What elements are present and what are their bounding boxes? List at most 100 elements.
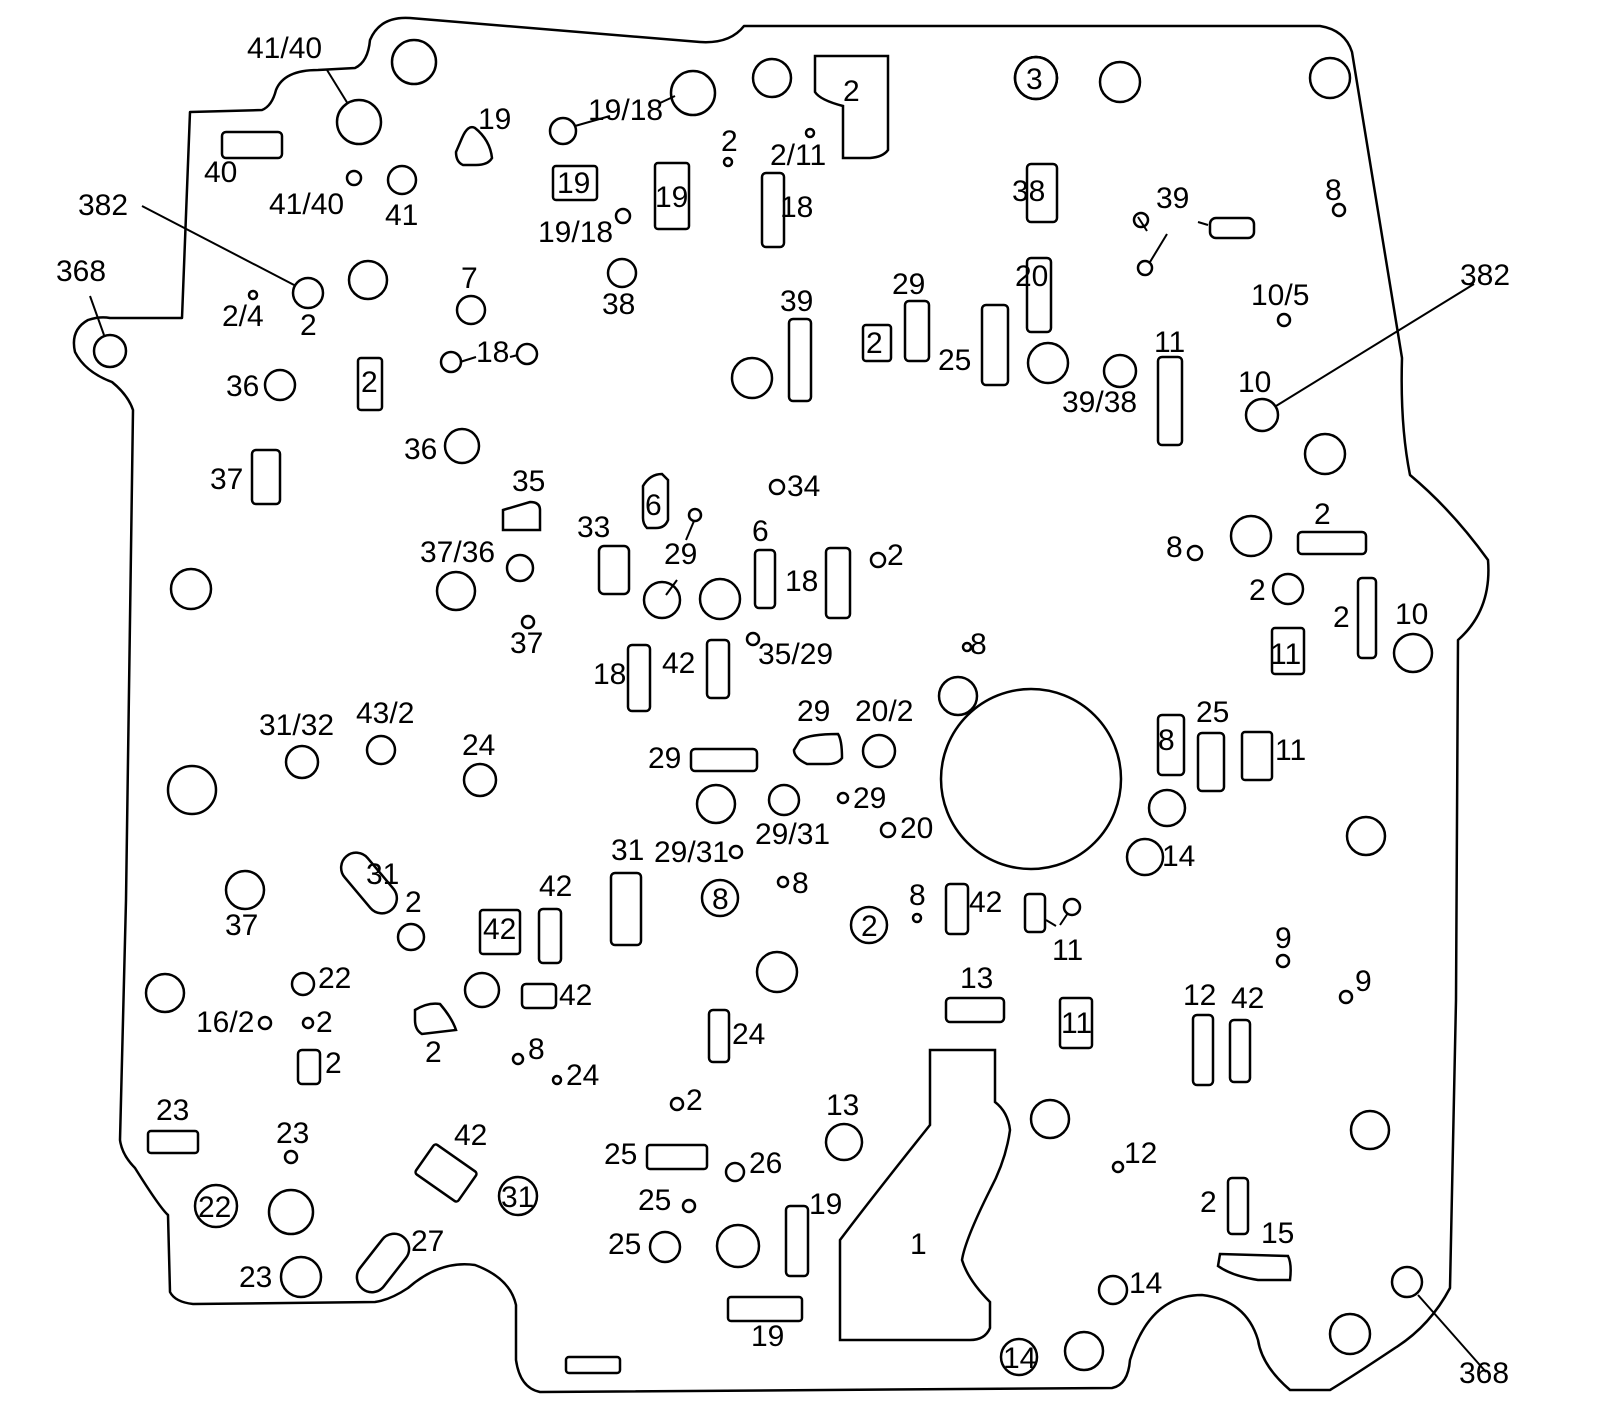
label-25-d: 25 [638, 1184, 671, 1217]
label-11-c: 11 [1052, 934, 1083, 967]
callout-labels: 41/40 19 19/18 2 3 40 41/40 41 19 19 2 2… [56, 32, 1510, 1390]
label-382-right: 382 [1460, 259, 1510, 292]
label-42-b: 42 [539, 870, 572, 903]
label-25-c: 25 [604, 1138, 637, 1171]
label-42-box: 42 [483, 913, 516, 946]
label-37-36: 37/36 [420, 536, 495, 569]
label-2-k: 2 [686, 1084, 703, 1117]
label-34: 34 [787, 470, 820, 503]
label-2-f: 2 [1333, 601, 1350, 634]
label-6-box: 6 [645, 489, 662, 522]
label-368-left: 368 [56, 255, 106, 288]
label-368-right: 368 [1459, 1357, 1509, 1390]
label-18-a: 18 [780, 191, 813, 224]
label-2-11: 2/11 [770, 139, 826, 172]
label-8-top: 8 [1325, 174, 1342, 207]
label-12-a: 12 [1183, 979, 1216, 1012]
circled-markers [193, 55, 1059, 1377]
orifice-circles [92, 38, 1434, 1372]
label-13-b: 13 [826, 1089, 859, 1122]
label-37-b: 37 [510, 627, 543, 660]
label-37-a: 37 [210, 463, 243, 496]
label-3-circled: 3 [1026, 63, 1043, 96]
label-37-c: 37 [225, 909, 258, 942]
label-2-d: 2 [1314, 498, 1331, 531]
label-11-box-a: 11 [1270, 638, 1301, 671]
label-35: 35 [512, 465, 545, 498]
label-18-c: 18 [785, 565, 818, 598]
label-42-e: 42 [1231, 982, 1264, 1015]
label-20-b: 20 [900, 812, 933, 845]
label-19-d: 19 [751, 1320, 784, 1353]
label-41-40-mid: 41/40 [269, 188, 344, 221]
label-31-32: 31/32 [259, 709, 334, 742]
label-14-circled: 14 [1003, 1342, 1036, 1375]
label-2-4: 2/4 [222, 300, 264, 333]
label-10-b: 10 [1395, 598, 1428, 631]
label-42-f: 42 [454, 1119, 487, 1152]
label-2-h: 2 [316, 1006, 333, 1039]
label-1: 1 [910, 1228, 927, 1261]
label-22-circled: 22 [198, 1191, 231, 1224]
label-19-box-b: 19 [655, 181, 688, 214]
label-19-18-top: 19/18 [588, 94, 663, 127]
label-20-2: 20/2 [855, 695, 913, 728]
label-42-a: 42 [662, 647, 695, 680]
label-19: 19 [478, 103, 511, 136]
label-29-31-b: 29/31 [654, 836, 729, 869]
label-39-38: 39/38 [1062, 386, 1137, 419]
plate-outline [72, 16, 1490, 1394]
label-20-a: 20 [1015, 260, 1048, 293]
label-43-2: 43/2 [356, 697, 414, 730]
label-8-b: 8 [1166, 531, 1183, 564]
label-29-d: 29 [797, 695, 830, 728]
label-39-b: 39 [780, 285, 813, 318]
label-2-g: 2 [405, 886, 422, 919]
label-2-l: 2 [1200, 1186, 1217, 1219]
label-2-box-mid: 2 [866, 327, 883, 360]
central-bore [939, 687, 1123, 871]
label-2-j: 2 [325, 1047, 342, 1080]
label-24-b: 24 [732, 1018, 765, 1051]
label-7: 7 [461, 262, 478, 295]
label-29-b: 29 [664, 538, 697, 571]
label-14-a: 14 [1162, 840, 1195, 873]
label-31-circled: 31 [501, 1181, 534, 1214]
label-9-a: 9 [1275, 922, 1292, 955]
label-8-box: 8 [1158, 724, 1175, 757]
label-2-circled: 2 [861, 910, 878, 943]
label-12-b: 12 [1124, 1137, 1157, 1170]
label-41: 41 [385, 199, 418, 232]
label-42-c: 42 [969, 886, 1002, 919]
label-23-a: 23 [156, 1094, 189, 1127]
label-2-box-left: 2 [361, 366, 378, 399]
label-31-b: 31 [366, 858, 399, 891]
label-27: 27 [411, 1225, 444, 1258]
label-22: 22 [318, 962, 351, 995]
label-8-f: 8 [528, 1033, 545, 1066]
label-23-c: 23 [239, 1261, 272, 1294]
label-24-c: 24 [566, 1059, 599, 1092]
label-11-box-b: 11 [1061, 1007, 1092, 1040]
label-8-circled: 8 [712, 883, 729, 916]
label-15: 15 [1261, 1217, 1294, 1250]
label-2-near-382: 2 [300, 309, 317, 342]
label-33: 33 [577, 511, 610, 544]
label-2-i: 2 [425, 1036, 442, 1069]
label-10-5: 10/5 [1251, 279, 1309, 312]
label-8-c: 8 [970, 628, 987, 661]
label-29-c: 29 [648, 742, 681, 775]
label-18-b: 18 [476, 336, 509, 369]
label-29-31-a: 29/31 [755, 818, 830, 851]
label-2-top-box: 2 [843, 75, 860, 108]
label-2-e: 2 [1249, 574, 1266, 607]
label-29-a: 29 [892, 268, 925, 301]
label-36-b: 36 [404, 433, 437, 466]
label-23-b: 23 [276, 1117, 309, 1150]
irregular-shapes [339, 54, 1292, 1294]
label-29-e: 29 [853, 782, 886, 815]
label-25-e: 25 [608, 1228, 641, 1261]
label-39-top: 39 [1156, 182, 1189, 215]
label-25-a: 25 [938, 344, 971, 377]
label-11-a: 11 [1154, 326, 1185, 359]
